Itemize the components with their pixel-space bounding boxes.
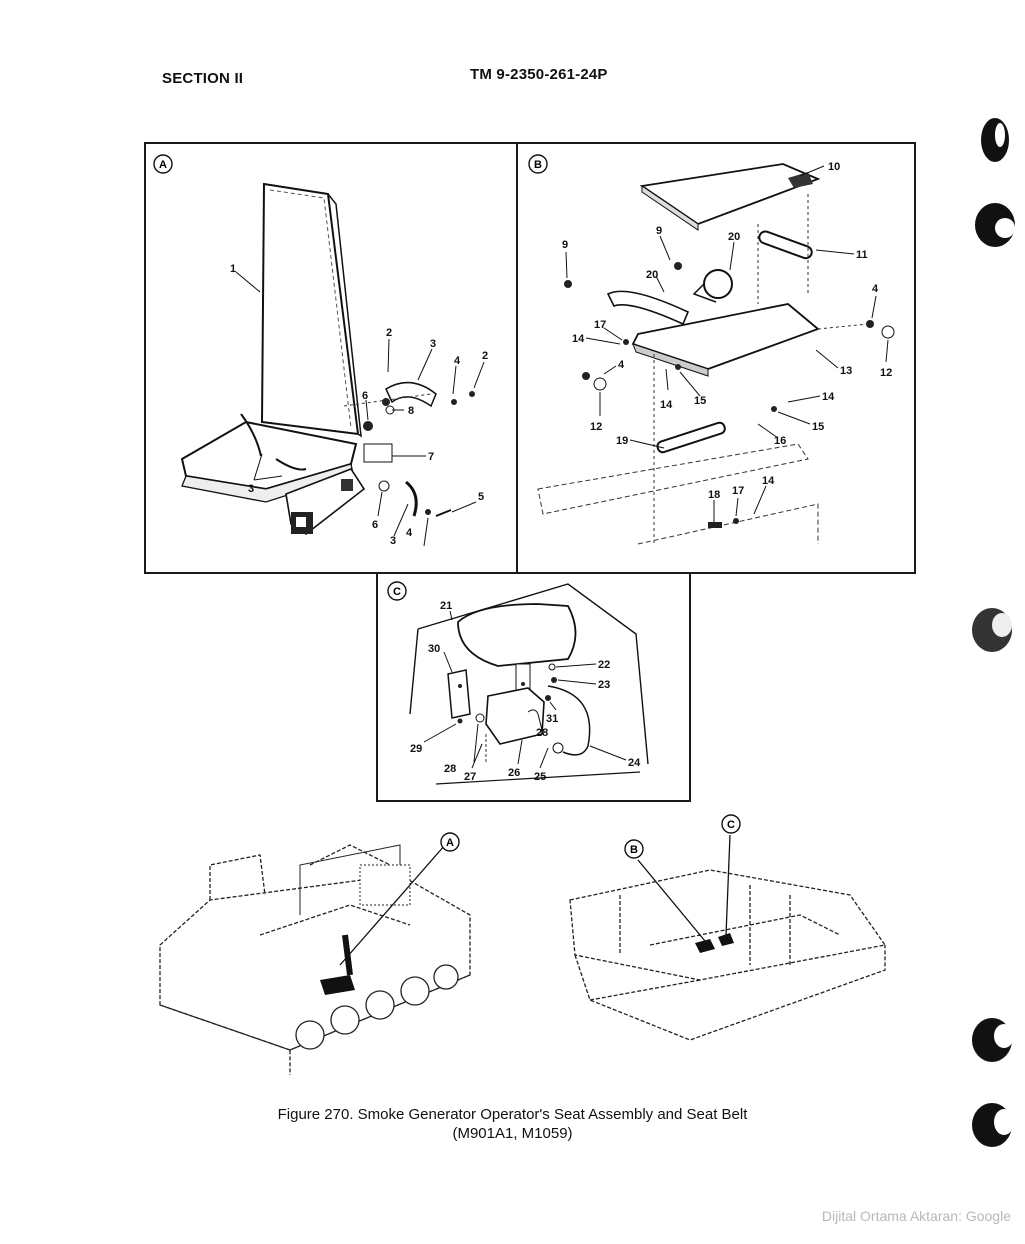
locator-tag-b: B [630, 844, 638, 856]
callout-b: 17 [594, 319, 606, 331]
callout-b: 14 [572, 333, 585, 345]
callout-b: 14 [660, 399, 673, 411]
callout-c: 28 [444, 763, 456, 775]
figure-caption-models: (M901A1, M1059) [452, 1125, 573, 1142]
callout-a: 5 [478, 491, 484, 503]
locator-tag-a: A [446, 837, 454, 849]
callout-b: 18 [708, 489, 720, 501]
panel-c-drawing: C 21 30 [387, 581, 649, 785]
vehicle-drawings: A B C [159, 814, 887, 1075]
callout-b: 14 [762, 475, 775, 487]
panel-b-seat-exploded-view: B [516, 142, 916, 574]
callout-b: 17 [732, 485, 744, 497]
callout-b: 10 [828, 161, 840, 173]
callout-b: 4 [618, 359, 625, 371]
callout-a: 4 [454, 355, 461, 367]
panel-a-tag: A [159, 159, 167, 171]
callout-b: 4 [872, 283, 879, 295]
callout-c: 21 [440, 600, 452, 612]
section-heading: SECTION II [162, 70, 244, 87]
binder-hole-shapes [972, 118, 1015, 1147]
callout-c: 25 [534, 771, 546, 783]
callout-b: 16 [774, 435, 786, 447]
vehicle-locator-views: A B C [150, 805, 910, 1075]
panel-a-seat-exploded-view: A [144, 142, 518, 574]
callout-b: 13 [840, 365, 852, 377]
callout-c: 30 [428, 643, 440, 655]
callout-c: 22 [598, 659, 610, 671]
digitization-watermark: Dijital Ortama Aktaran: Google [821, 1208, 1011, 1224]
callout-b: 11 [856, 249, 868, 261]
panel-b-tag: B [534, 159, 542, 171]
callout-a: 1 [230, 263, 236, 275]
callout-c: 24 [628, 757, 641, 769]
callout-c: 31 [546, 713, 558, 725]
callout-a: 3 [390, 535, 396, 547]
panel-a-drawing: A [153, 154, 488, 547]
callout-b: 9 [562, 239, 568, 251]
callout-b: 20 [646, 269, 658, 281]
manual-number: TM 9-2350-261-24P [470, 66, 608, 83]
callout-a: 3 [248, 483, 254, 495]
callout-b: 15 [694, 395, 706, 407]
callout-a: 7 [428, 451, 434, 463]
callout-a: 4 [406, 527, 413, 539]
callout-a: 6 [362, 390, 368, 402]
callout-a: 3 [430, 338, 436, 350]
callout-c: 28 [536, 727, 548, 739]
locator-tag-c: C [727, 819, 735, 831]
figure-caption: Figure 270. Smoke Generator Operator's S… [277, 1106, 748, 1123]
callout-b: 12 [590, 421, 602, 433]
callout-c: 23 [598, 679, 610, 691]
callout-c: 26 [508, 767, 520, 779]
binder-hole-marks [960, 110, 1025, 1160]
panel-c-seat-exploded-view: C 21 30 [376, 572, 691, 802]
callout-a: 2 [482, 350, 488, 362]
panel-c-tag: C [393, 586, 401, 598]
callout-b: 20 [728, 231, 740, 243]
callout-a: 8 [408, 405, 414, 417]
callout-b: 9 [656, 225, 662, 237]
callout-c: 29 [410, 743, 422, 755]
callout-a: 6 [372, 519, 378, 531]
callout-b: 15 [812, 421, 824, 433]
callout-b: 19 [616, 435, 628, 447]
callout-a: 2 [386, 327, 392, 339]
callout-c: 27 [464, 771, 476, 783]
callout-b: 12 [880, 367, 892, 379]
callout-b: 14 [822, 391, 835, 403]
panel-b-drawing: B [528, 154, 895, 545]
